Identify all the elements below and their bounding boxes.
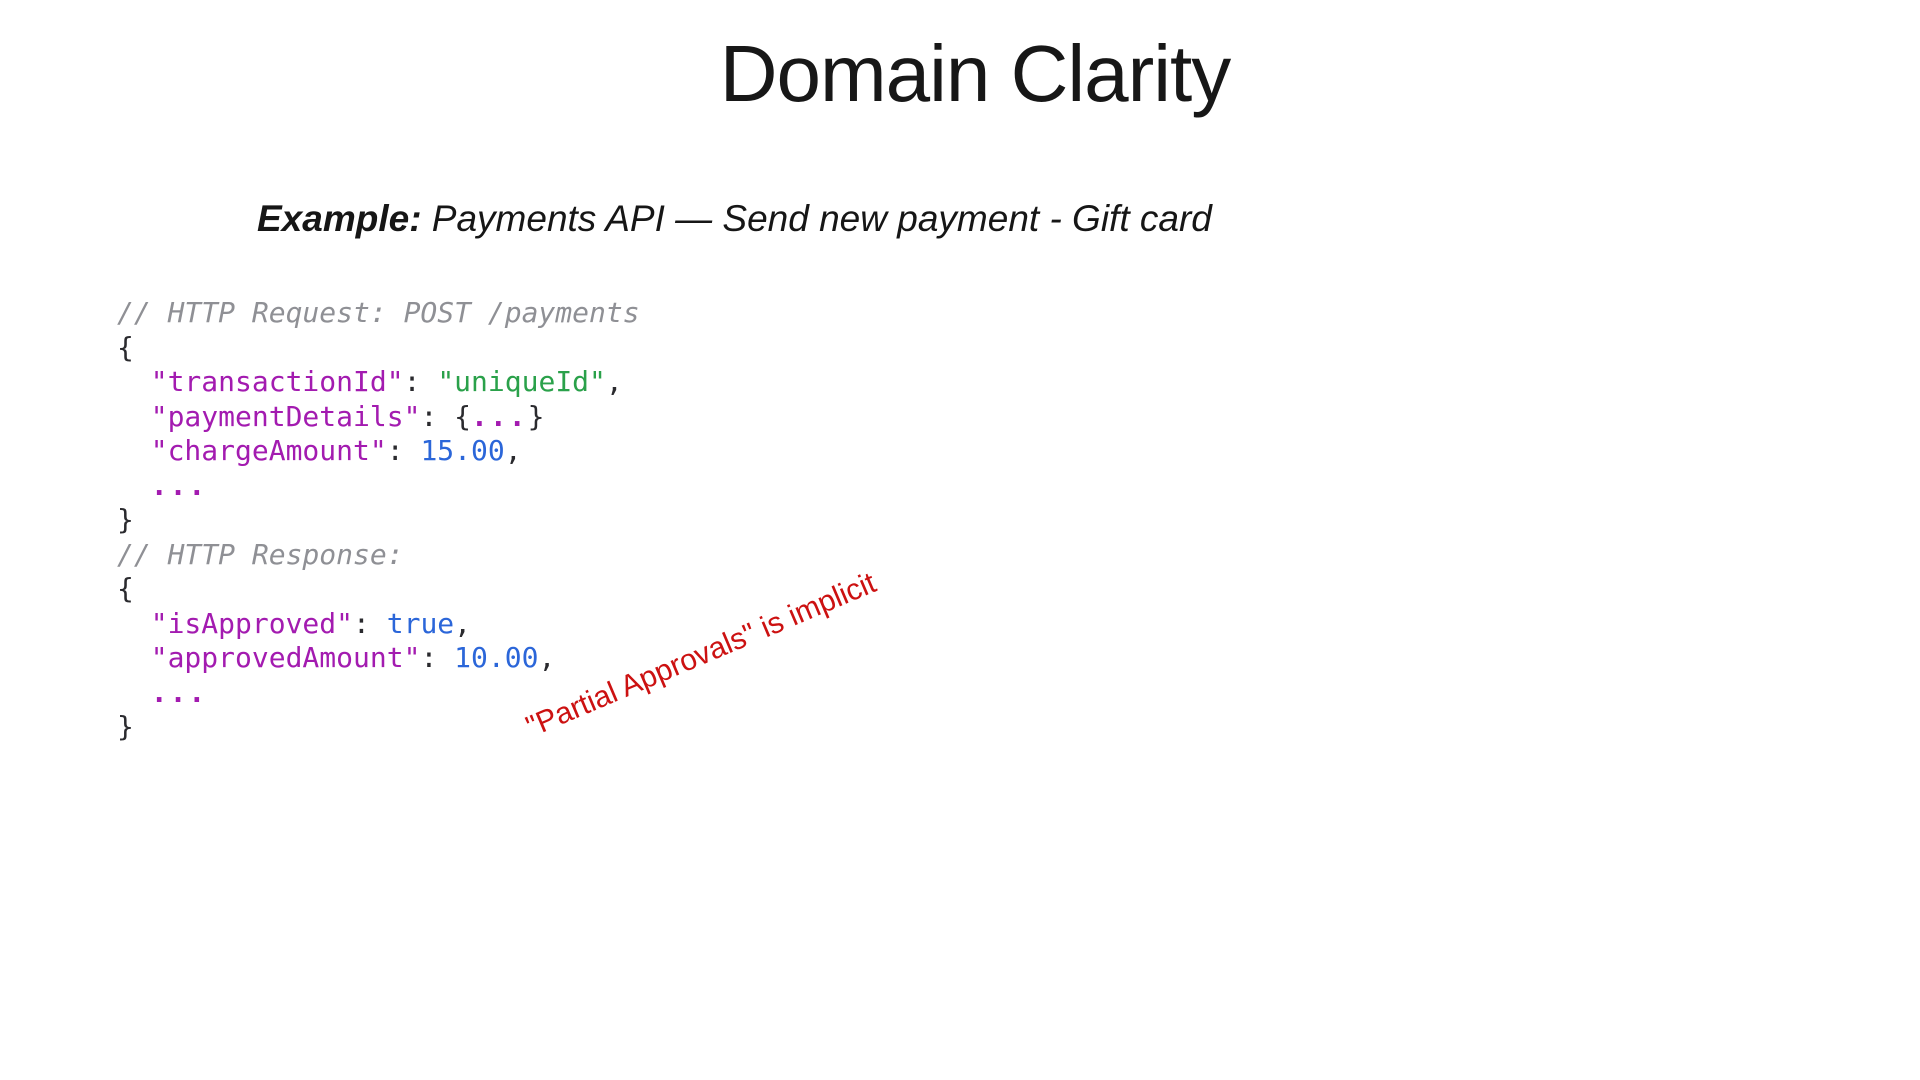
code-token-key: "chargeAmount" [150, 434, 387, 467]
code-token-plain: , [538, 641, 556, 674]
code-token-plain: : [386, 434, 421, 467]
code-token-ellipsis: ... [471, 399, 528, 433]
subtitle: Example: Payments API — Send new payment… [257, 198, 1212, 240]
code-token-plain: : { [420, 399, 472, 433]
code-token-comment: // HTTP Request: POST /payments [117, 296, 640, 329]
code-token-string: "uniqueId" [437, 365, 606, 398]
code-token-plain [117, 469, 151, 502]
subtitle-label: Example: [257, 198, 422, 239]
code-line: "isApproved": true, [117, 607, 640, 642]
code-token-plain [117, 607, 151, 640]
code-token-plain: } [117, 710, 134, 743]
code-token-key: "isApproved" [150, 606, 354, 640]
code-token-key: "transactionId" [150, 365, 404, 398]
code-line: "transactionId": "uniqueId", [117, 365, 640, 400]
code-block: // HTTP Request: POST /payments{ "transa… [117, 296, 640, 745]
code-token-plain: { [117, 572, 134, 605]
code-token-ellipsis: ... [150, 675, 208, 709]
code-token-boolean: true [386, 606, 455, 640]
code-line: } [117, 503, 640, 538]
code-token-plain: : [403, 365, 438, 398]
code-token-plain: { [117, 330, 134, 364]
code-token-key: "paymentDetails" [150, 399, 421, 433]
code-line: ... [117, 676, 640, 711]
subtitle-text: Payments API — Send new payment - Gift c… [421, 198, 1212, 239]
code-token-plain: } [527, 399, 545, 433]
code-token-plain: , [605, 365, 623, 398]
code-token-comment: // HTTP Response: [117, 537, 404, 571]
code-token-plain [117, 400, 151, 433]
code-token-key: "approvedAmount" [150, 641, 421, 674]
code-token-plain [117, 641, 151, 674]
code-line: "approvedAmount": 10.00, [117, 641, 640, 676]
page-title: Domain Clarity [719, 29, 1232, 118]
code-line: "paymentDetails": {...} [117, 400, 640, 435]
code-token-plain: , [454, 606, 472, 640]
code-line: { [117, 572, 640, 607]
code-token-plain: , [504, 434, 522, 467]
code-token-plain [117, 365, 151, 398]
code-line: } [117, 710, 640, 745]
code-line: // HTTP Response: [117, 538, 640, 573]
code-line: { [117, 331, 640, 366]
code-token-number: 15.00 [420, 434, 505, 467]
code-token-number: 10.00 [454, 641, 539, 674]
code-token-plain: : [420, 641, 455, 674]
code-token-plain [117, 676, 151, 709]
code-token-plain: : [353, 606, 387, 640]
code-line: "chargeAmount": 15.00, [117, 434, 640, 469]
code-line: // HTTP Request: POST /payments [117, 296, 640, 331]
code-token-plain: } [117, 503, 134, 536]
code-token-ellipsis: ... [150, 468, 208, 502]
code-token-plain [117, 434, 151, 467]
code-line: ... [117, 469, 640, 504]
